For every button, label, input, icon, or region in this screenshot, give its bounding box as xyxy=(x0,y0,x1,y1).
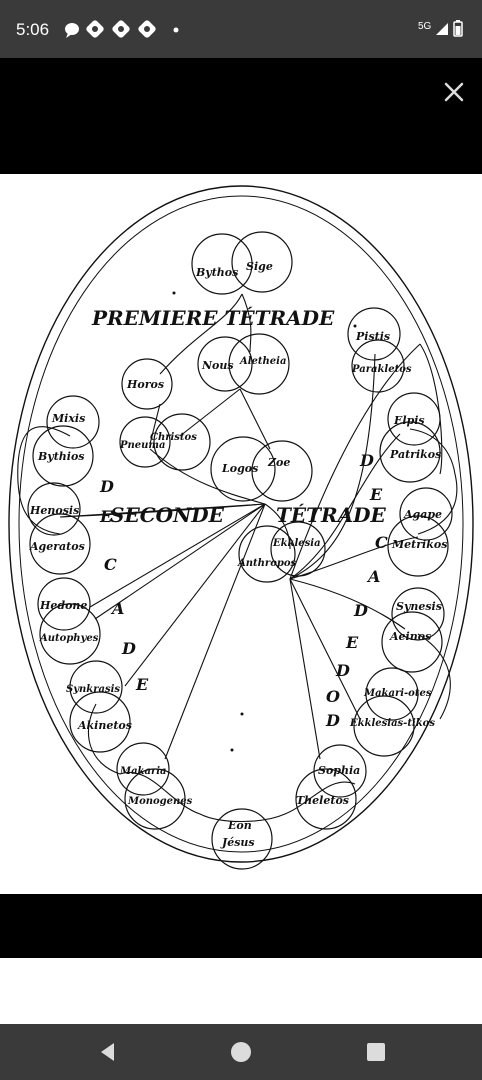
status-right: 5G xyxy=(418,18,468,42)
decade-vertical-word: D E C A D E xyxy=(99,477,149,694)
tetrade-heading: TÉTRADE xyxy=(276,503,386,527)
label-agape: Agape xyxy=(403,508,442,521)
app-icon-3 xyxy=(138,20,156,38)
decade-d2: D xyxy=(121,639,136,658)
image-viewer[interactable]: PREMIERE TÉTRADE SECONDE TÉTRADE D E C A… xyxy=(0,174,482,894)
back-triangle-icon[interactable] xyxy=(96,1040,120,1064)
status-time: 5:06 xyxy=(16,20,50,39)
dodecade-c: C xyxy=(375,533,388,552)
connecting-lines xyxy=(17,293,458,823)
signal-icon xyxy=(436,23,448,35)
label-ekklesia: Ekklesia xyxy=(272,538,321,549)
label-akinetos: Akinetos xyxy=(77,719,132,732)
label-pistis: Pistis xyxy=(355,330,390,343)
label-theletos: Theletos xyxy=(296,794,349,807)
more-notifications-dot-icon xyxy=(173,27,179,33)
label-elpis: Elpis xyxy=(393,414,425,427)
system-nav-bar xyxy=(0,1024,482,1080)
dodecade-e: E xyxy=(345,633,359,652)
outer-oval xyxy=(8,185,474,863)
aeon-labels: Bythos Sige Nous Aletheia Horos Pneuma C… xyxy=(29,260,447,849)
viewer-top-bar xyxy=(0,58,482,174)
label-bythos-top: Bythos xyxy=(195,266,238,279)
recents-square-icon[interactable] xyxy=(364,1040,388,1064)
label-patrikos: Patrikos xyxy=(389,448,441,461)
label-bythios: Bythios xyxy=(37,450,84,463)
notification-icons xyxy=(65,20,179,38)
chat-bubble-icon xyxy=(65,23,79,38)
decade-e2: E xyxy=(135,675,149,694)
label-monogenes: Monogenes xyxy=(127,796,193,807)
viewer-bottom-bar xyxy=(0,894,482,958)
label-hedone: Hedone xyxy=(39,599,87,612)
inner-oval xyxy=(18,195,464,853)
home-circle-icon[interactable] xyxy=(229,1040,253,1064)
network-label: 5G xyxy=(418,21,432,32)
decade-e: E xyxy=(99,507,113,526)
battery-icon xyxy=(453,20,463,37)
app-icon-1 xyxy=(86,20,104,38)
label-autophyes: Autophyes xyxy=(39,633,99,644)
dodecade-d: D xyxy=(353,601,368,620)
label-henosis: Henosis xyxy=(29,504,79,517)
label-horos: Horos xyxy=(126,378,164,391)
dodecade-d2: D xyxy=(335,661,350,680)
label-makariotes: Makari-otes xyxy=(363,688,432,699)
label-synkrasis: Synkrasis xyxy=(66,684,120,695)
seconde-heading: SECONDE xyxy=(110,503,225,527)
label-aletheia: Aletheia xyxy=(239,356,286,367)
label-jesus: Jésus xyxy=(220,836,255,849)
dodecade-a: A xyxy=(366,567,380,586)
label-christos: Christos xyxy=(150,432,197,443)
label-synesis: Synesis xyxy=(396,600,442,613)
label-metrikos: Metrikos xyxy=(391,538,447,551)
label-pneuma: Pneuma xyxy=(119,440,165,451)
label-nous: Nous xyxy=(201,359,234,372)
gnostic-aeons-diagram: PREMIERE TÉTRADE SECONDE TÉTRADE D E C A… xyxy=(8,185,474,870)
decade-a: A xyxy=(110,599,124,618)
status-bar: 5:06 5G xyxy=(0,0,482,58)
label-aeinos: Aeinos xyxy=(389,630,431,643)
decade-c: C xyxy=(104,555,117,574)
dodecade-vertical-word: D E C A D E D O D xyxy=(325,451,388,730)
label-parakletos: Parakletos xyxy=(351,364,412,375)
dots xyxy=(172,291,357,752)
label-mixis: Mixis xyxy=(51,412,85,425)
decade-letters: D E C A D E xyxy=(99,477,149,694)
label-anthropos: Anthropos xyxy=(237,558,297,569)
app-icon-2 xyxy=(112,20,130,38)
dodecade-o: O xyxy=(326,687,340,706)
aeon-circles xyxy=(27,231,453,870)
label-ageratos: Ageratos xyxy=(29,540,85,553)
label-sophia: Sophia xyxy=(318,764,360,777)
label-ekklesiastikos: Ekklesias-tikos xyxy=(349,718,435,729)
dodecade-upper-letters: D E xyxy=(359,451,383,504)
close-icon[interactable] xyxy=(440,78,468,106)
premiere-tetrade-heading: PREMIERE TÉTRADE xyxy=(91,306,335,330)
label-logos: Logos xyxy=(221,462,258,475)
label-eon: Eon xyxy=(227,819,252,832)
dodecade-d3: D xyxy=(325,711,340,730)
label-makaria: Makaria xyxy=(119,766,167,777)
decade-d: D xyxy=(99,477,114,496)
label-sige: Sige xyxy=(246,260,273,273)
label-zoe: Zoe xyxy=(267,456,290,469)
